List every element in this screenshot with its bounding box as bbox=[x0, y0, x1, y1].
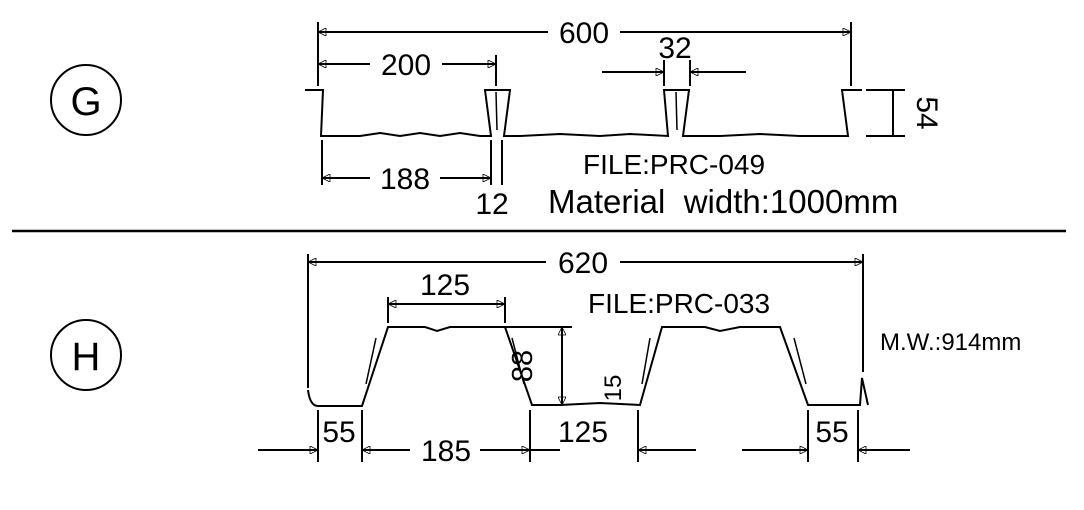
profile-h-dim-left-flange: 55 bbox=[322, 416, 355, 449]
profile-h-material: M.W.:914mm bbox=[880, 329, 1021, 356]
profile-h-dim-total: 620 bbox=[558, 247, 608, 280]
profile-g-file: FILE:PRC-049 bbox=[583, 149, 765, 180]
profile-h-label: H bbox=[72, 335, 101, 379]
profile-h-file: FILE:PRC-033 bbox=[588, 288, 770, 319]
profile-h-dim-bottom: 125 bbox=[558, 416, 608, 449]
profile-h: H 620 125 FILE:PRC-033 88 15 bbox=[50, 247, 1021, 468]
profile-h-dim-top: 125 bbox=[420, 269, 470, 302]
profile-g-dim-rib-top: 32 bbox=[658, 32, 691, 65]
profile-h-dim-height: 88 bbox=[507, 350, 539, 382]
profile-g-material: Material width:1000mm bbox=[548, 183, 898, 220]
profile-g-dim-pitch: 200 bbox=[381, 49, 431, 82]
profile-h-dim-pitch: 185 bbox=[421, 435, 471, 468]
profile-g: G 600 200 32 54 18 bbox=[50, 17, 943, 221]
profile-g-label: G bbox=[70, 80, 101, 124]
profile-h-label-circle bbox=[50, 319, 122, 391]
profile-g-label-circle bbox=[50, 64, 122, 136]
profile-h-outline bbox=[307, 326, 869, 407]
profile-g-dim-height: 54 bbox=[910, 96, 943, 129]
profile-h-dim-right-flange: 55 bbox=[815, 416, 848, 449]
profile-g-dim-pan: 188 bbox=[380, 163, 430, 196]
profile-h-dim-small: 15 bbox=[600, 375, 627, 402]
profile-g-outline bbox=[305, 89, 862, 138]
profile-g-dim-rib-base: 12 bbox=[475, 188, 508, 221]
profile-g-dim-total: 600 bbox=[559, 17, 609, 50]
